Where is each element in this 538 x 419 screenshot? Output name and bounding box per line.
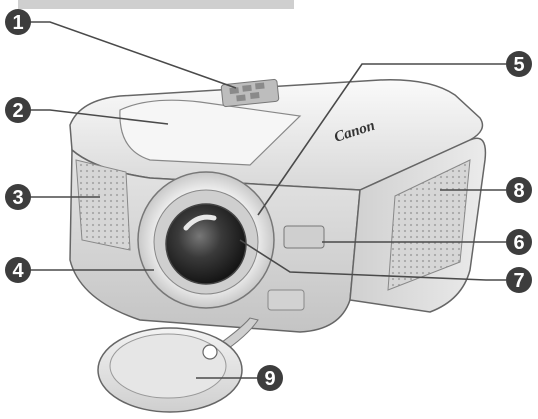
- lens-cap-eyelet: [202, 344, 218, 360]
- callout-9: 9: [257, 365, 283, 391]
- leader-line-5: [257, 63, 506, 216]
- callout-badge-2: [5, 97, 31, 123]
- left-vent-grille: [75, 159, 131, 251]
- callout-4: 4: [5, 257, 31, 283]
- callout-badge-9: [257, 365, 283, 391]
- right-vent-grille: [387, 159, 471, 291]
- lens-highlight: [183, 214, 217, 231]
- callout-1: 1: [5, 9, 31, 35]
- callout-badge-5: [506, 51, 532, 77]
- callout-badge-6: [506, 229, 532, 255]
- callout-badge-7: [506, 267, 532, 293]
- header-bar: [18, 0, 294, 9]
- callout-number-4: 4: [12, 260, 24, 282]
- lens-shift-cover: [119, 99, 302, 166]
- callout-number-3: 3: [12, 187, 23, 209]
- callout-badge-3: [5, 184, 31, 210]
- projector-body: Canon: [69, 78, 487, 333]
- front-indicator-window: [267, 289, 305, 311]
- callout-number-6: 6: [513, 232, 524, 254]
- callout-5: 5: [506, 51, 532, 77]
- callout-6: 6: [506, 229, 532, 255]
- callout-number-2: 2: [12, 100, 23, 122]
- control-panel: [220, 78, 280, 108]
- callout-2: 2: [5, 97, 31, 123]
- callout-number-8: 8: [513, 180, 524, 202]
- lens-cap-inner: [109, 333, 227, 399]
- callout-badge-8: [506, 177, 532, 203]
- lens-assembly: [137, 171, 275, 309]
- callout-8: 8: [506, 177, 532, 203]
- callout-number-1: 1: [12, 12, 23, 34]
- lens-cap-group: [97, 317, 259, 413]
- ir-sensor-window: [283, 225, 325, 249]
- callout-number-7: 7: [513, 270, 524, 292]
- callout-badge-1: [5, 9, 31, 35]
- leader-line-7: [239, 239, 506, 281]
- callout-badge-4: [5, 257, 31, 283]
- callout-number-5: 5: [513, 54, 524, 76]
- callout-7: 7: [506, 267, 532, 293]
- callout-3: 3: [5, 184, 31, 210]
- callout-number-9: 9: [264, 368, 275, 390]
- leader-line-2: [30, 109, 169, 125]
- leader-lines: [30, 21, 506, 379]
- leader-line-1: [30, 21, 237, 89]
